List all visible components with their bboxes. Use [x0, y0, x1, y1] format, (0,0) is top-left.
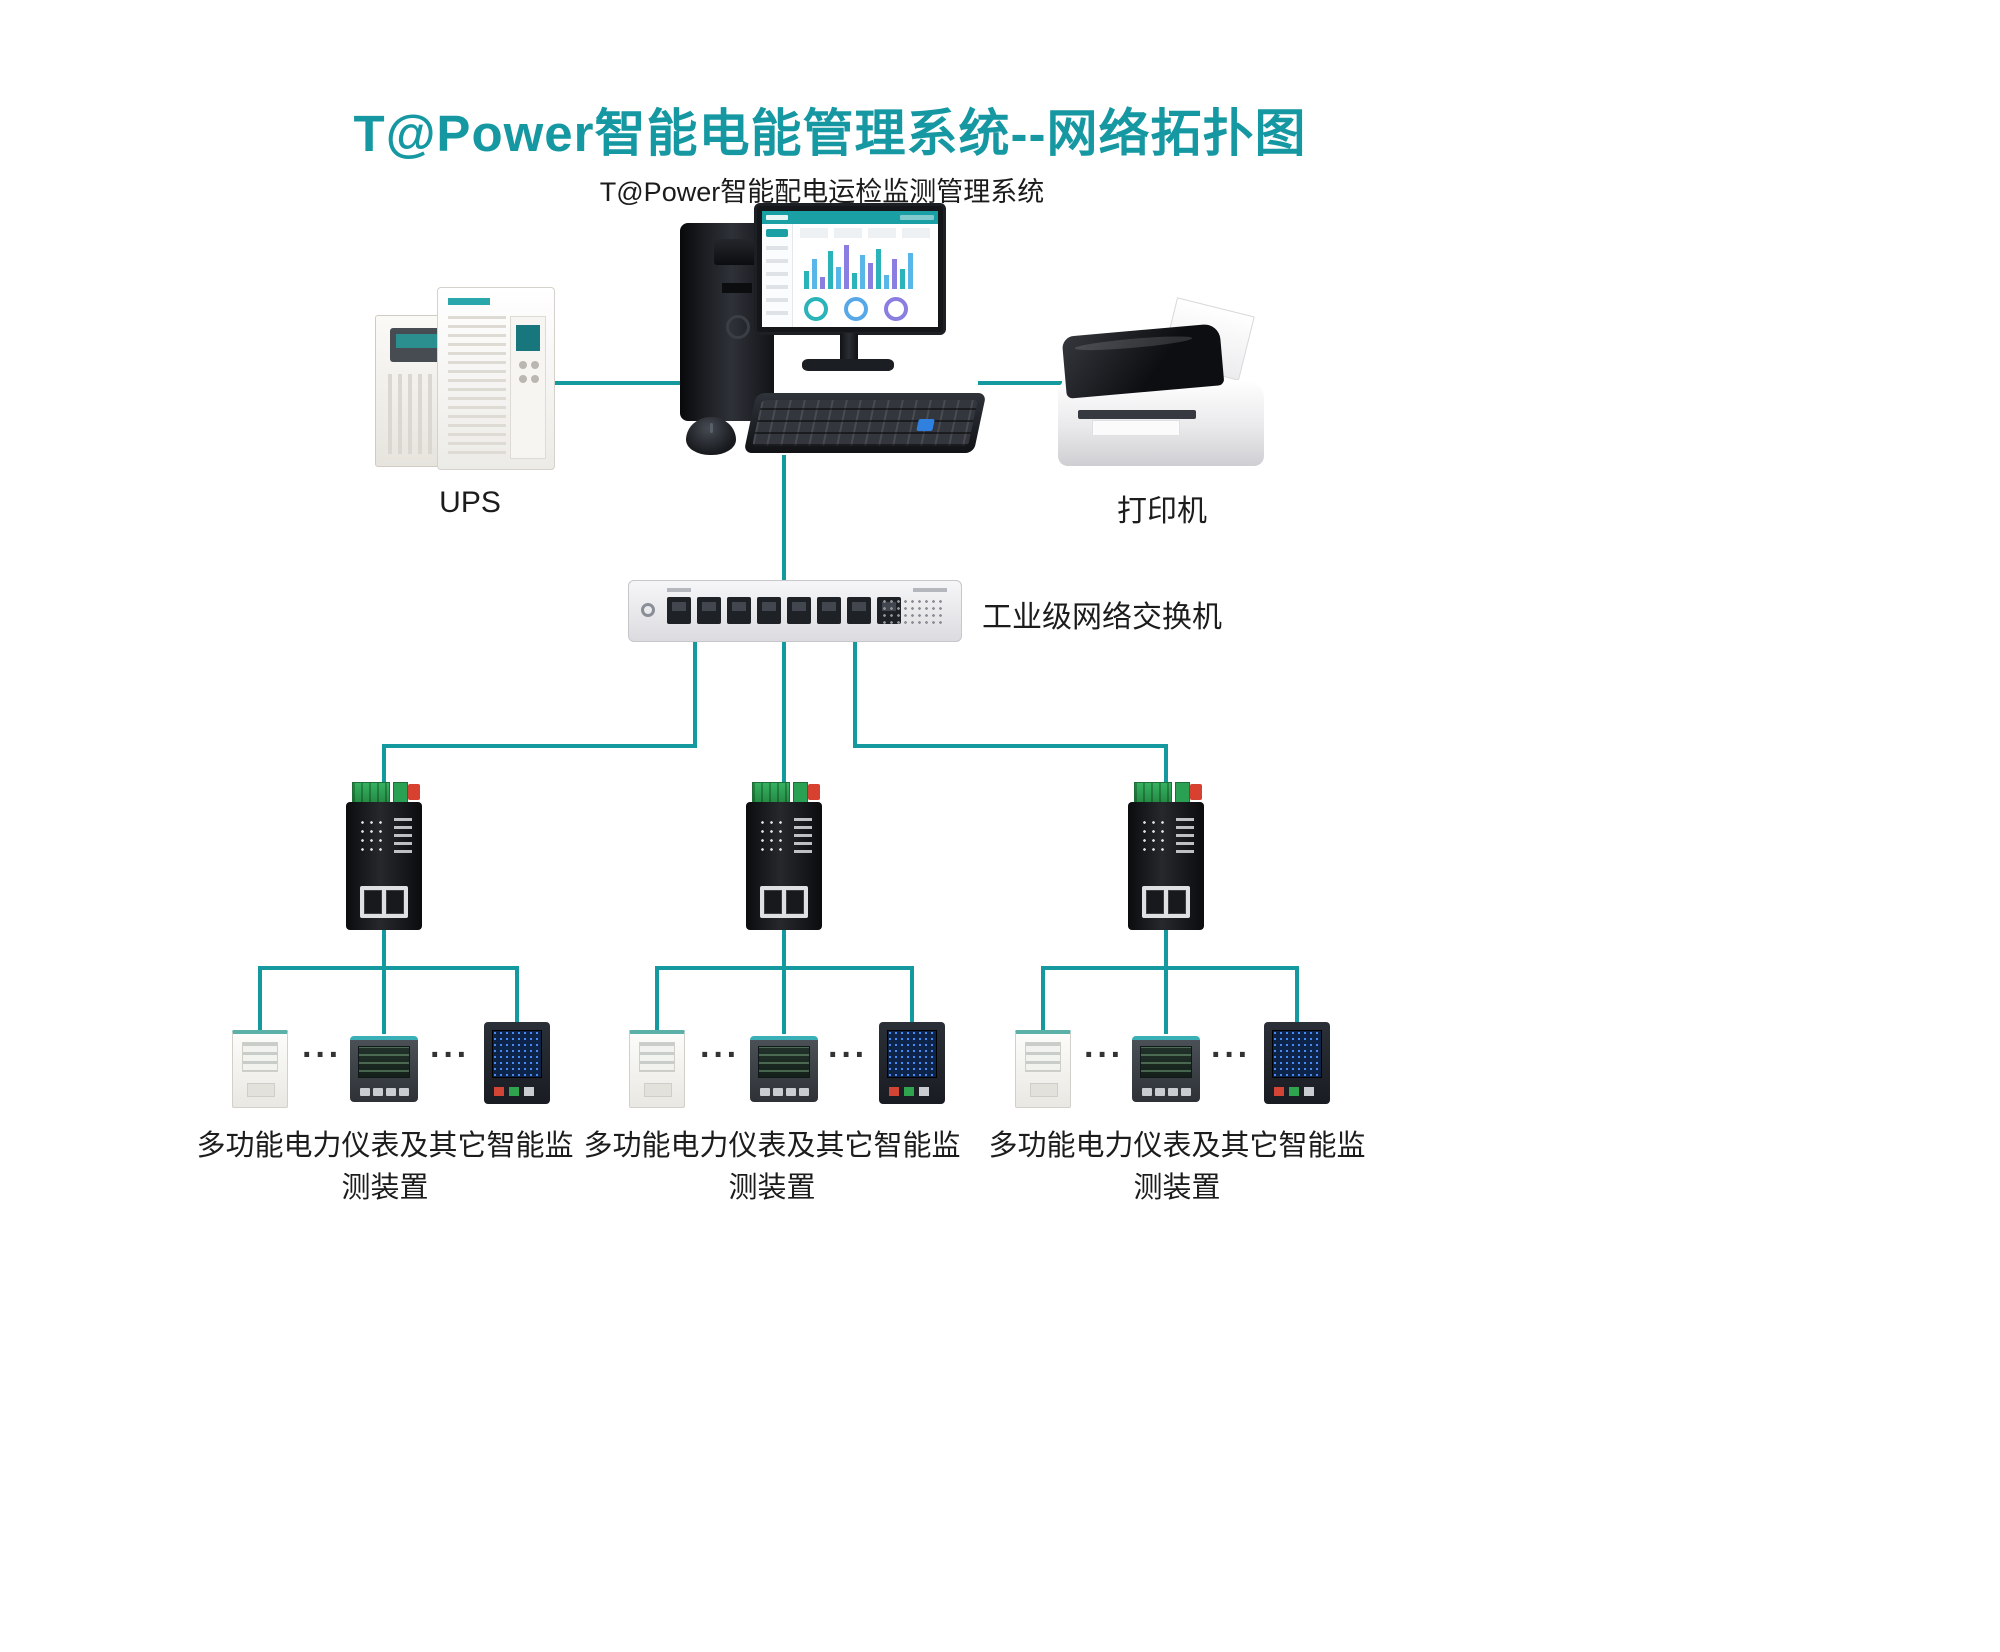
terminal-block-icon: [1134, 782, 1172, 804]
gateway-label-panel: [1176, 818, 1194, 856]
dashboard-topbar: [762, 211, 938, 224]
connector-gateway-2-down: [782, 928, 786, 970]
switch-label: 工业级网络交换机: [982, 601, 1222, 634]
connector-gateway-3-down: [1164, 928, 1168, 970]
meter-group-3-label: 多功能电力仪表及其它智能监测装置: [988, 1130, 1366, 1204]
connector-drop-2c: [910, 966, 914, 1034]
ellipsis: ···: [1084, 1036, 1124, 1074]
power-meter-blue: [484, 1022, 550, 1104]
gateway-leds: [1140, 818, 1168, 856]
connector-left-branch: [382, 744, 697, 748]
connector-pc-to-printer: [978, 381, 1062, 385]
connector-switch-right-drop: [853, 640, 857, 748]
switch-logo-icon: [641, 603, 655, 617]
gateway-body: [1128, 802, 1204, 930]
connector-switch-left-drop: [693, 640, 697, 748]
gateway-body: [746, 802, 822, 930]
terminal-block-small-icon: [793, 782, 808, 804]
gateway-device-1: [346, 780, 422, 930]
monitor-base: [802, 359, 894, 371]
power-connector-icon: [408, 784, 420, 800]
ups-tower-large: [437, 287, 555, 470]
dashboard-donut-charts: [804, 297, 908, 321]
ellipsis: ···: [828, 1036, 868, 1074]
gateway-device-2: [746, 780, 822, 930]
power-connector-icon: [1190, 784, 1202, 800]
connector-gateway-1-riser: [382, 744, 386, 792]
printer-label: 打印机: [1117, 495, 1207, 528]
monitor: [754, 203, 946, 335]
gateway-label-panel: [394, 818, 412, 856]
terminal-block-small-icon: [393, 782, 408, 804]
gateway-label-panel: [794, 818, 812, 856]
ups-device: [375, 286, 555, 470]
terminal-block-icon: [752, 782, 790, 804]
connector-drop-2b: [782, 966, 786, 1034]
switch-ports: [667, 597, 901, 624]
connector-drop-2a: [655, 966, 659, 1034]
gateway-ethernet-ports: [360, 886, 408, 918]
connector-pc-to-switch: [782, 455, 786, 582]
connector-ups-to-pc: [552, 381, 680, 385]
connector-right-branch: [853, 744, 1168, 748]
donut-teal-icon: [804, 297, 828, 321]
connector-drop-3b: [1164, 966, 1168, 1034]
connector-drop-3a: [1041, 966, 1045, 1034]
power-meter: [350, 1036, 418, 1102]
connector-bus-3: [1041, 966, 1299, 970]
connector-switch-to-gateway-2: [782, 640, 786, 792]
dashboard-sidebar: [762, 224, 793, 327]
relay-device: [629, 1030, 685, 1108]
page-title: T@Power智能电能管理系统--网络拓扑图: [353, 105, 1307, 162]
keyboard: [743, 393, 987, 453]
dashboard-bar-chart: [804, 245, 913, 289]
connector-drop-1a: [258, 966, 262, 1034]
printer-device: [1058, 297, 1270, 466]
donut-purple-icon: [884, 297, 908, 321]
power-meter: [750, 1036, 818, 1102]
monitor-stand: [840, 333, 858, 361]
gateway-body: [346, 802, 422, 930]
gateway-leds: [358, 818, 386, 856]
connector-drop-1b: [382, 966, 386, 1034]
terminal-block-icon: [352, 782, 390, 804]
connector-bus-1: [258, 966, 519, 970]
relay-device: [1015, 1030, 1071, 1108]
ups-control-panel: [510, 316, 546, 459]
ellipsis: ···: [1211, 1036, 1251, 1074]
power-meter-blue: [1264, 1022, 1330, 1104]
mouse: [686, 417, 736, 455]
gateway-ethernet-ports: [760, 886, 808, 918]
meter-group-2-label: 多功能电力仪表及其它智能监测装置: [583, 1130, 961, 1204]
ellipsis: ···: [302, 1036, 342, 1074]
terminal-block-small-icon: [1175, 782, 1190, 804]
ellipsis: ···: [430, 1036, 470, 1074]
connector-gateway-3-riser: [1164, 744, 1168, 792]
dashboard-statrow: [800, 228, 933, 238]
connector-gateway-1-down: [382, 928, 386, 970]
meter-group-1-label: 多功能电力仪表及其它智能监测装置: [196, 1130, 574, 1204]
page-subtitle: T@Power智能配电运检监测管理系统: [599, 177, 1045, 207]
connector-drop-3c: [1295, 966, 1299, 1034]
power-meter-blue: [879, 1022, 945, 1104]
monitor-screen: [762, 211, 938, 327]
switch-grille: [881, 598, 945, 624]
donut-blue-icon: [844, 297, 868, 321]
gateway-ethernet-ports: [1142, 886, 1190, 918]
network-switch: [628, 580, 962, 642]
workstation: [652, 203, 987, 465]
power-meter: [1132, 1036, 1200, 1102]
gateway-leds: [758, 818, 786, 856]
power-connector-icon: [808, 784, 820, 800]
ups-label: UPS: [439, 486, 501, 519]
ellipsis: ···: [700, 1036, 740, 1074]
connector-drop-1c: [515, 966, 519, 1034]
gateway-device-3: [1128, 780, 1204, 930]
relay-device: [232, 1030, 288, 1108]
